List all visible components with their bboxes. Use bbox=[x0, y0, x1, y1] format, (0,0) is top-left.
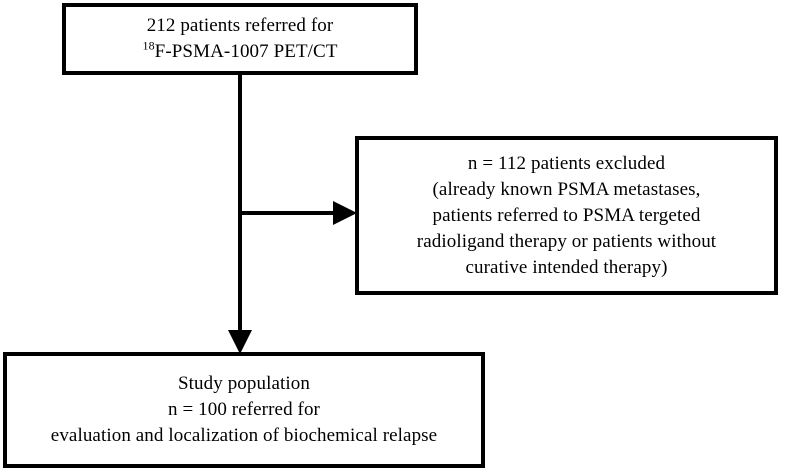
node-patients-excluded: n = 112 patients excluded (already known… bbox=[355, 136, 778, 295]
arrowhead-down-icon bbox=[228, 330, 252, 354]
node-excluded-line-1: n = 112 patients excluded bbox=[467, 152, 666, 174]
isotope-superscript: 18 bbox=[142, 38, 155, 53]
node-study-line-1: Study population bbox=[178, 373, 310, 394]
node-referred-line-2: 18F-PSMA-1007 PET/CT bbox=[142, 39, 337, 65]
node-patients-referred: 212 patients referred for 18F-PSMA-1007 … bbox=[62, 3, 418, 75]
node-excluded-line-3: patients referred to PSMA tergeted bbox=[432, 204, 701, 226]
node-study-line-3: evaluation and localization of biochemic… bbox=[50, 425, 438, 446]
node-excluded-line-4: radioligand therapy or patients without bbox=[416, 230, 717, 252]
arrowhead-right-icon bbox=[333, 201, 357, 225]
node-excluded-line-5: curative intended therapy) bbox=[465, 256, 668, 278]
node-excluded-line-2: (already known PSMA metastases, bbox=[432, 178, 701, 200]
node-study-population: Study population n = 100 referred for ev… bbox=[3, 352, 485, 468]
node-study-line-2: n = 100 referred for bbox=[168, 399, 320, 420]
tracer-name: F-PSMA-1007 PET/CT bbox=[154, 41, 338, 62]
node-referred-line-1: 212 patients referred for bbox=[146, 15, 334, 36]
